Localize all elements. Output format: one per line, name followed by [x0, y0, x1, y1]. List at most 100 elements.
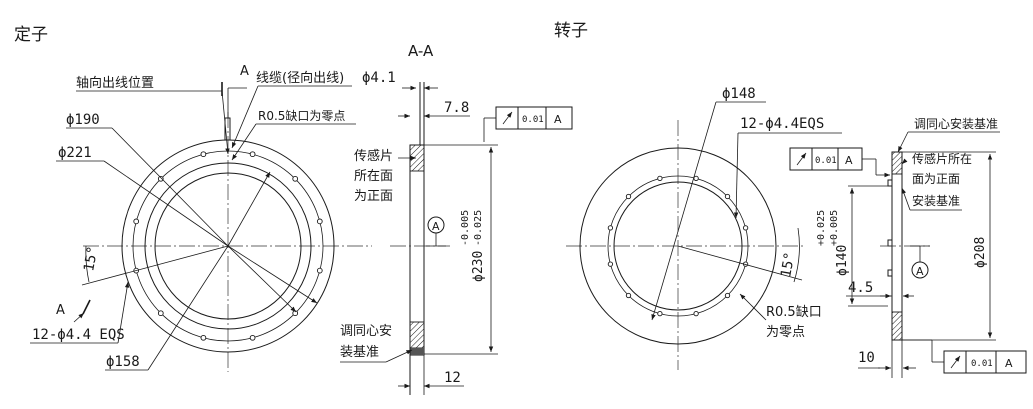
d10-label: 10 — [858, 350, 875, 366]
bolt-hole — [316, 218, 323, 225]
d221-leader — [103, 160, 229, 247]
section-datum: A — [432, 220, 440, 233]
angle-arc — [85, 245, 90, 283]
d158-leader — [147, 245, 229, 371]
rotor-angle-arc — [793, 227, 800, 283]
bolt-hole — [157, 175, 164, 182]
section-hatch-bottom — [409, 321, 425, 349]
bolt-hole — [742, 225, 749, 231]
d148-label: ϕ148 — [722, 86, 756, 102]
stator-inner-circle — [154, 172, 302, 320]
rotor-title: 转子 — [554, 21, 588, 41]
bolt-hole — [724, 193, 731, 200]
bolt-hole — [607, 225, 614, 231]
svg-text:A: A — [845, 154, 853, 167]
stator-inner-ring — [144, 162, 312, 330]
bolt-hole — [157, 310, 164, 317]
d208-label: ϕ208 — [973, 237, 988, 268]
rotor-notch-label: R0.5缺口为零点 — [766, 305, 822, 340]
d78-label: 7.8 — [444, 100, 469, 116]
bolt-hole — [693, 310, 699, 317]
adjust-base-label: 调同心安装基准 — [340, 324, 392, 360]
d158-label: ϕ158 — [106, 354, 140, 370]
d190-leader-2 — [227, 245, 297, 313]
d148-leader — [651, 101, 717, 321]
holes-label: 12-ϕ4.4 EQS — [32, 327, 125, 343]
section-title: A-A — [408, 42, 434, 60]
rotor-hatch-bottom — [891, 311, 903, 341]
d190-leader — [111, 127, 229, 247]
bolt-hole — [625, 193, 632, 200]
stator-holes — [133, 151, 323, 341]
bolt-hole — [693, 175, 699, 182]
section-fcf: 0.01 A — [483, 106, 573, 142]
cable-label: 线缆(径向出线) — [256, 70, 344, 86]
d230-lower: -0.025 — [473, 210, 484, 246]
bolt-hole — [200, 151, 207, 158]
rotor-view: 转子 ϕ148 12-ϕ4.4EQS 15° R0.5缺口为零点 — [554, 21, 1027, 378]
rotor-holes-label: 12-ϕ4.4EQS — [740, 116, 824, 132]
rotor-runout-icon-1 — [796, 152, 807, 166]
stator-title: 定子 — [14, 25, 48, 45]
rotor-bolt-circle — [607, 175, 749, 317]
adjust-base-leader — [385, 349, 413, 363]
bolt-hole — [292, 175, 299, 182]
notch-arrow — [231, 123, 257, 161]
rotor-holes-leader — [733, 132, 739, 219]
d221-label: ϕ221 — [58, 145, 92, 161]
bolt-hole — [724, 292, 731, 299]
bolt-hole — [657, 310, 663, 317]
svg-text:A: A — [554, 113, 562, 126]
d230-label: ϕ230 — [471, 251, 486, 282]
bolt-hole — [316, 267, 323, 274]
rotor-holes — [607, 175, 749, 317]
bolt-hole — [657, 175, 663, 182]
section-mark-bottom: A — [56, 303, 65, 318]
runout-icon — [502, 111, 513, 125]
d230-upper: -0.005 — [460, 210, 471, 246]
d190-label: ϕ190 — [66, 112, 100, 128]
rotor-outer-circle — [579, 147, 777, 345]
rotor-notch-leader — [739, 293, 767, 321]
d158-leader-2 — [227, 171, 271, 247]
d221-leader-2 — [227, 245, 318, 304]
rotor-angle-ray — [677, 245, 803, 281]
rotor-inner-circle — [613, 181, 743, 311]
rotor-angle: 15° — [778, 251, 798, 279]
stator-view: 定子 15° — [14, 25, 372, 372]
cable-arrow — [231, 85, 259, 149]
rotor-adjust-label: 调同心安装基准 — [914, 116, 998, 131]
rotor-sensor-label: 传感片所在面为正面 — [912, 151, 972, 186]
svg-text:0.01: 0.01 — [971, 359, 993, 369]
section-view: A-A ϕ4.1 7.8 0.01 A — [340, 42, 573, 395]
rotor-hatch-top — [891, 151, 903, 175]
d140-upper: +0.025 — [816, 210, 827, 246]
d12-label: 12 — [444, 370, 461, 386]
section-mark-top: A — [240, 64, 249, 79]
section-base — [410, 348, 424, 355]
cut-bottom — [82, 299, 91, 315]
bolt-hole — [625, 292, 632, 299]
rotor-fcf-2: 0.01 A — [902, 339, 1027, 374]
bolt-hole — [133, 218, 140, 225]
bolt-hole — [249, 151, 256, 158]
d41-label: ϕ4.1 — [362, 70, 396, 86]
d45-label: 4.5 — [848, 280, 873, 296]
sensor-face-label: 传感片所在面为正面 — [354, 148, 393, 204]
svg-text:A: A — [1005, 357, 1013, 370]
axial-outlet-label: 轴向出线位置 — [76, 75, 154, 91]
cut-bottom-arrow — [73, 312, 85, 323]
stator-angle: 15° — [81, 245, 101, 273]
rotor-fcf-1: 0.01 A — [789, 147, 890, 178]
holes-leader — [117, 281, 130, 344]
bolt-hole — [607, 261, 614, 267]
rotor-adjust-leader — [897, 131, 909, 153]
notch-label: R0.5缺口为零点 — [258, 108, 345, 123]
svg-text:0.01: 0.01 — [522, 115, 544, 125]
cable-outlet — [224, 117, 231, 141]
angle-ray — [81, 245, 229, 286]
bolt-hole — [249, 334, 256, 341]
rotor-datum: A — [916, 265, 924, 278]
d140-lower: +0.005 — [829, 210, 840, 246]
